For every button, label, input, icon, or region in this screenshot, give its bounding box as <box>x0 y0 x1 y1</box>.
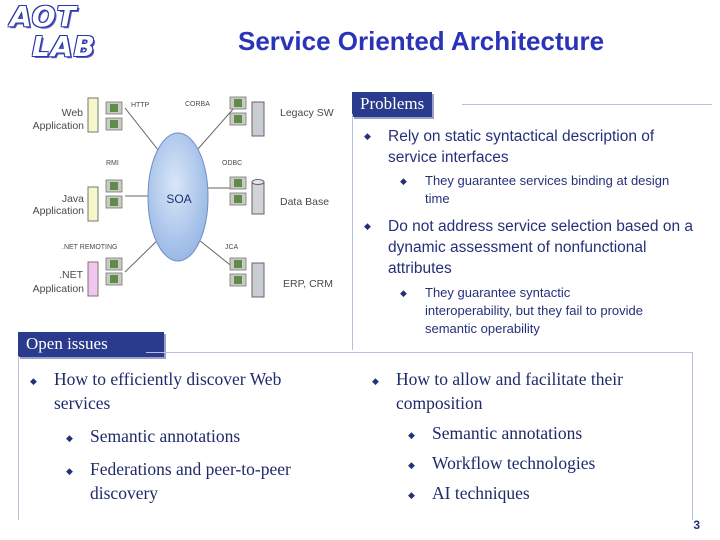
client-web-name: Web <box>62 107 84 119</box>
soa-ellipse <box>147 132 209 262</box>
open-issues-heading: Open issues <box>18 332 164 357</box>
issue-right-sub-1-text: Semantic annotations <box>432 423 583 443</box>
problems-heading: Problems <box>352 92 433 117</box>
bullet-icon: ◆ <box>408 430 415 440</box>
protocol-odbc: ODBC <box>222 160 242 167</box>
problems-frame-left <box>352 114 353 350</box>
issue-right-sub-1: ◆ Semantic annotations <box>408 421 668 445</box>
bullet-icon: ◆ <box>372 376 379 386</box>
problem-2-text: Do not address service selection based o… <box>388 218 694 277</box>
protocol-jca: JCA <box>225 244 239 251</box>
issue-right-sub-3-text: AI techniques <box>432 483 530 503</box>
issue-left-sub-2: ◆ Federations and peer-to-peer discovery <box>66 457 346 505</box>
problems-frame-top <box>462 104 712 105</box>
bullet-icon: ◆ <box>408 490 415 500</box>
issue-left-sub-1: ◆ Semantic annotations <box>66 424 346 448</box>
open-issues-frame-left <box>18 356 19 520</box>
client-web-sub: Application <box>33 120 85 132</box>
bullet-icon: ◆ <box>66 466 73 476</box>
aot-lab-logo: AOT LAB <box>10 2 96 62</box>
protocol-dotnet-remoting: .NET REMOTING <box>62 244 117 251</box>
client-java-sub: Application <box>33 205 85 217</box>
page-number: 3 <box>693 518 700 532</box>
backend-database: Data Base ODBC <box>222 160 329 215</box>
problem-1-text: Rely on static syntactical description o… <box>388 128 655 166</box>
issue-right-sub-2-text: Workflow technologies <box>432 453 596 473</box>
soa-label: SOA <box>166 192 191 206</box>
protocol-http: HTTP <box>131 102 150 109</box>
client-web: Web Application HTTP <box>33 97 150 133</box>
problem-2-sub-text: They guarantee syntactic interoperabilit… <box>425 285 643 336</box>
backend-erp-name: ERP, CRM <box>283 278 333 290</box>
issue-right-main-text: How to allow and facilitate their compos… <box>396 369 623 413</box>
issue-left-main-text: How to efficiently discover Web services <box>54 369 282 413</box>
soa-diagram: SOA Web Application HTTP Java Applicatio… <box>33 96 334 298</box>
issue-right-sub-2: ◆ Workflow technologies <box>408 451 668 475</box>
issue-left-main: ◆ How to efficiently discover Web servic… <box>30 367 330 415</box>
bullet-icon: ◆ <box>66 433 73 443</box>
client-java-name: Java <box>62 193 84 205</box>
logo-line-2: LAB <box>32 30 96 63</box>
issue-right-main: ◆ How to allow and facilitate their comp… <box>372 367 672 415</box>
client-dotnet-name: .NET <box>59 269 84 281</box>
problem-1: ◆ Rely on static syntactical description… <box>364 126 694 168</box>
bullet-icon: ◆ <box>364 131 371 141</box>
protocol-corba: CORBA <box>185 101 210 108</box>
backend-legacy: Legacy SW CORBA <box>185 96 334 137</box>
problem-1-sub: ◆ They guarantee services binding at des… <box>400 172 690 208</box>
client-java: Java Application RMI <box>33 160 123 222</box>
bullet-icon: ◆ <box>30 376 37 386</box>
bullet-icon: ◆ <box>364 221 371 231</box>
problem-2-sub: ◆ They guarantee syntactic interoperabil… <box>400 284 650 338</box>
protocol-rmi: RMI <box>106 160 119 167</box>
backend-database-name: Data Base <box>280 196 329 208</box>
problem-2: ◆ Do not address service selection based… <box>364 216 694 279</box>
open-issues-frame-top <box>146 352 692 353</box>
bullet-icon: ◆ <box>400 176 407 186</box>
issue-right-sub-3: ◆ AI techniques <box>408 481 668 505</box>
issue-left-sub-1-text: Semantic annotations <box>90 426 241 446</box>
bullet-icon: ◆ <box>408 460 415 470</box>
logo-line-1: AOT <box>10 0 77 33</box>
backend-legacy-name: Legacy SW <box>280 107 334 119</box>
problem-1-sub-text: They guarantee services binding at desig… <box>425 173 670 206</box>
slide-title: Service Oriented Architecture <box>238 26 605 56</box>
client-dotnet-sub: Application <box>33 283 85 295</box>
issue-left-sub-2-text: Federations and peer-to-peer discovery <box>90 459 291 503</box>
open-issues-frame-right <box>692 352 693 520</box>
client-dotnet: .NET Application .NET REMOTING <box>33 244 123 297</box>
bullet-icon: ◆ <box>400 288 407 298</box>
backend-erp: ERP, CRM JCA <box>225 244 333 298</box>
